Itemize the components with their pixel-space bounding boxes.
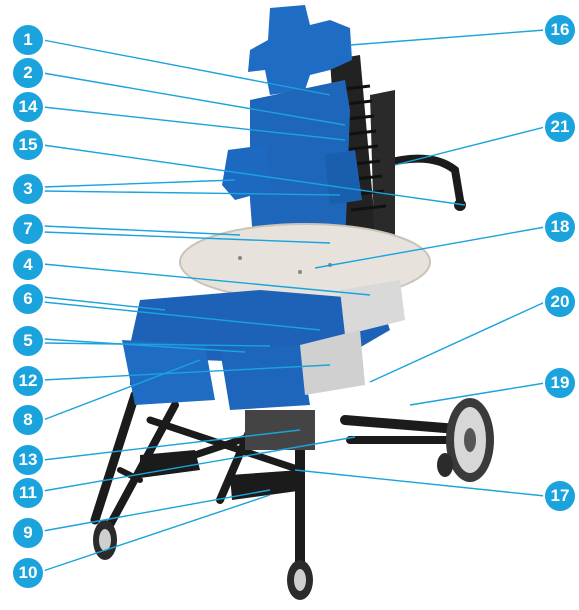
callout-1: 1 (13, 25, 43, 55)
callout-2: 2 (13, 58, 43, 88)
callout-16: 16 (545, 15, 575, 45)
callout-4: 4 (13, 250, 43, 280)
callout-17: 17 (545, 481, 575, 511)
callout-13: 13 (13, 445, 43, 475)
callout-8: 8 (13, 405, 43, 435)
callout-7: 7 (13, 214, 43, 244)
callout-10: 10 (13, 558, 43, 588)
callout-21: 21 (545, 112, 575, 142)
callout-3: 3 (13, 174, 43, 204)
callout-12: 12 (13, 366, 43, 396)
callout-19: 19 (545, 368, 575, 398)
callout-18: 18 (545, 212, 575, 242)
callout-20: 20 (545, 287, 575, 317)
callout-5: 5 (13, 326, 43, 356)
callout-15: 15 (13, 130, 43, 160)
callout-6: 6 (13, 284, 43, 314)
callout-9: 9 (13, 518, 43, 548)
callout-14: 14 (13, 92, 43, 122)
callout-11: 11 (13, 478, 43, 508)
